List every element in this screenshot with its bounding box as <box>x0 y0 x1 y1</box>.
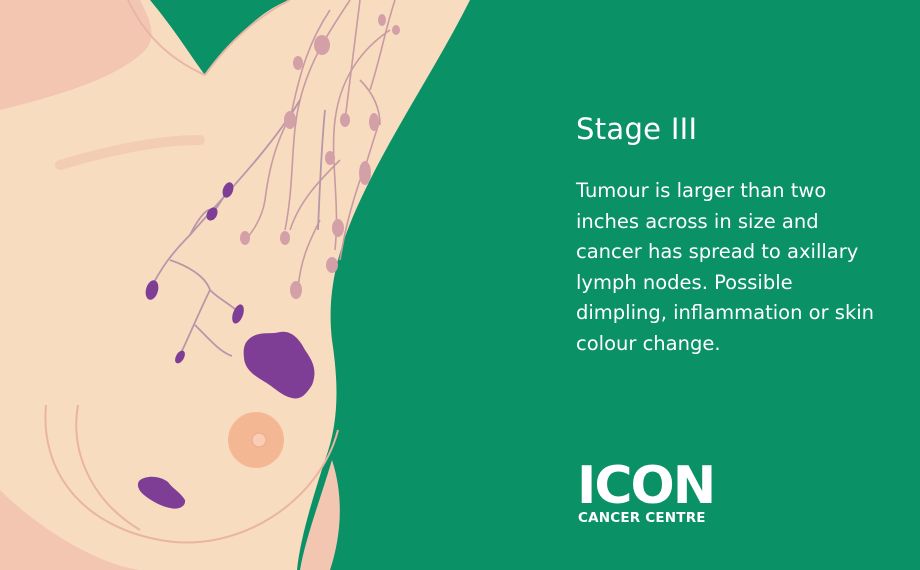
torso-skin <box>0 0 470 570</box>
stage-title: Stage III <box>576 112 698 146</box>
armpit-crease <box>204 0 291 76</box>
secondary-tumour <box>137 476 186 509</box>
primary-tumour <box>243 331 315 399</box>
lymph-nodes <box>240 14 400 299</box>
nipple <box>251 432 267 448</box>
icon-cancer-centre-logo: ICON CANCER CENTRE <box>577 460 722 530</box>
arm-edge <box>127 0 206 76</box>
right-side-shade <box>300 460 340 570</box>
chest-highlight <box>55 135 205 170</box>
stage-description: Tumour is larger than two inches across … <box>576 179 875 355</box>
shoulder-shade <box>0 0 152 110</box>
lower-skin-shade <box>0 490 140 570</box>
left-breast-outline <box>44 404 339 544</box>
logo-subtitle: CANCER CENTRE <box>578 510 706 526</box>
cleavage-line <box>75 404 141 531</box>
stage-description-panel: Stage III Tumour is larger than two inch… <box>576 112 876 359</box>
affected-lymph-nodes <box>145 182 244 364</box>
logo-wordmark: ICON <box>577 456 716 516</box>
